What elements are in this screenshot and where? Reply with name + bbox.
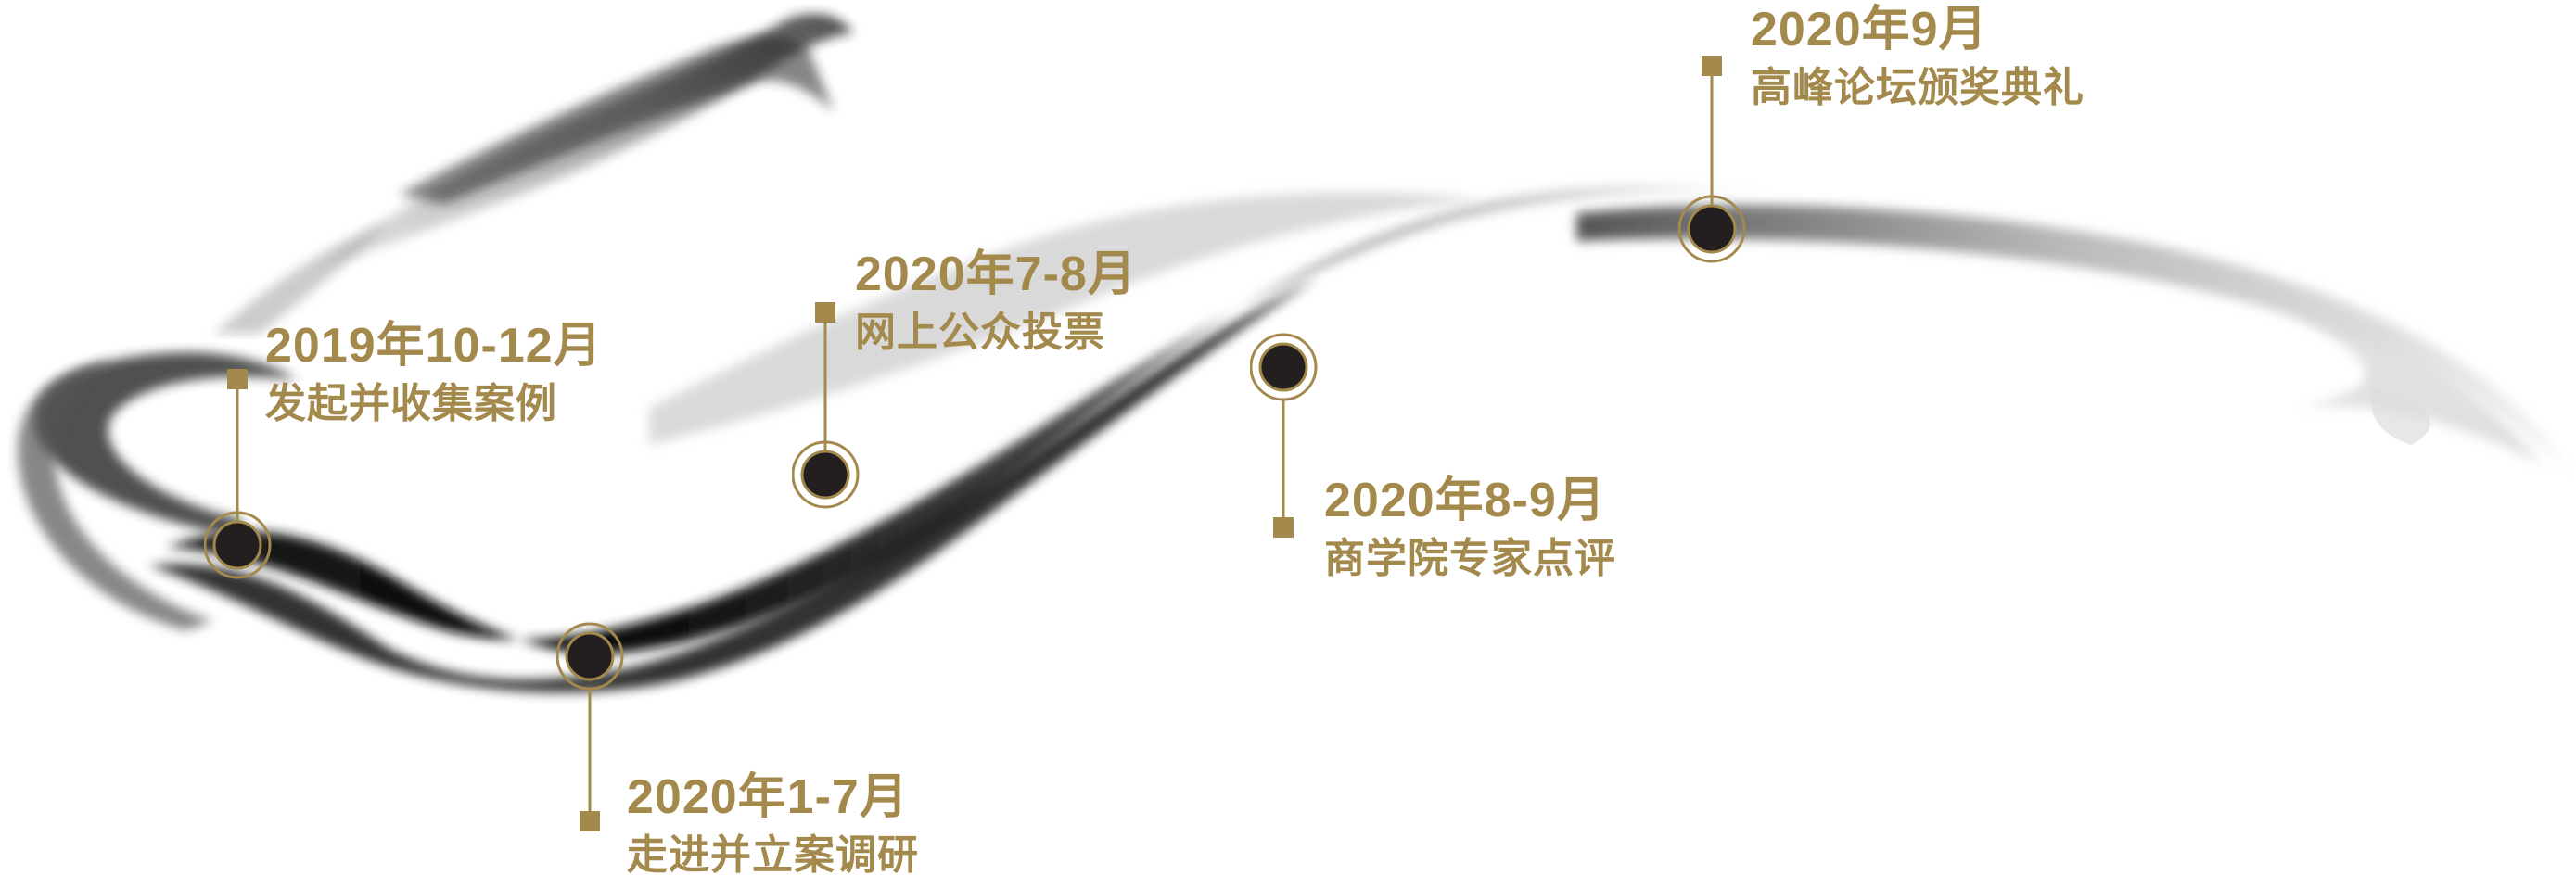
node-dot [565, 631, 615, 681]
node-ring [792, 440, 860, 509]
ink-tail [2371, 389, 2430, 445]
milestone-marker [792, 302, 860, 509]
milestone-marker [556, 622, 624, 831]
milestone-marker [1250, 333, 1318, 538]
milestone-date: 2020年9月 [1751, 3, 1988, 57]
marker-square [815, 302, 835, 323]
milestone-label: 2020年8-9月 商学院专家点评 [1324, 474, 1616, 582]
ink-body [649, 192, 1484, 445]
ink-curl [18, 362, 213, 630]
milestone-date: 2020年8-9月 [1324, 474, 1606, 527]
milestone-title: 网上公众投票 [855, 310, 1105, 356]
milestone-title: 商学院专家点评 [1324, 536, 1616, 582]
ink-curl [34, 352, 298, 538]
node-ring [204, 511, 272, 579]
marker-square [227, 369, 248, 389]
node-dot [212, 520, 262, 570]
milestone-marker [1678, 56, 1746, 263]
marker-square [1702, 56, 1722, 76]
milestone-label: 2019年10-12月 发起并收集案例 [265, 319, 603, 427]
node-ring [1678, 195, 1746, 263]
milestone-label: 2020年7-8月 网上公众投票 [855, 247, 1137, 356]
milestone-date: 2019年10-12月 [265, 319, 603, 373]
milestone-title: 走进并立案调研 [627, 832, 919, 879]
node-dot [1258, 342, 1308, 392]
marker-square [580, 811, 600, 831]
milestone-title: 高峰论坛颁奖典礼 [1751, 65, 2085, 111]
ink-wisp [213, 222, 389, 334]
milestone-marker [204, 369, 272, 579]
milestone-date: 2020年7-8月 [855, 247, 1137, 301]
milestone-label: 2020年9月 高峰论坛颁奖典礼 [1751, 3, 2085, 111]
node-dot [1687, 204, 1737, 254]
ink-wisp [399, 35, 835, 204]
node-dot [800, 450, 850, 500]
ink-tail [2272, 306, 2541, 463]
milestone-label: 2020年1-7月 走进并立案调研 [627, 770, 919, 879]
milestone-date: 2020年1-7月 [627, 770, 909, 824]
marker-square [1273, 517, 1294, 538]
milestone-title: 发起并收集案例 [265, 381, 557, 427]
